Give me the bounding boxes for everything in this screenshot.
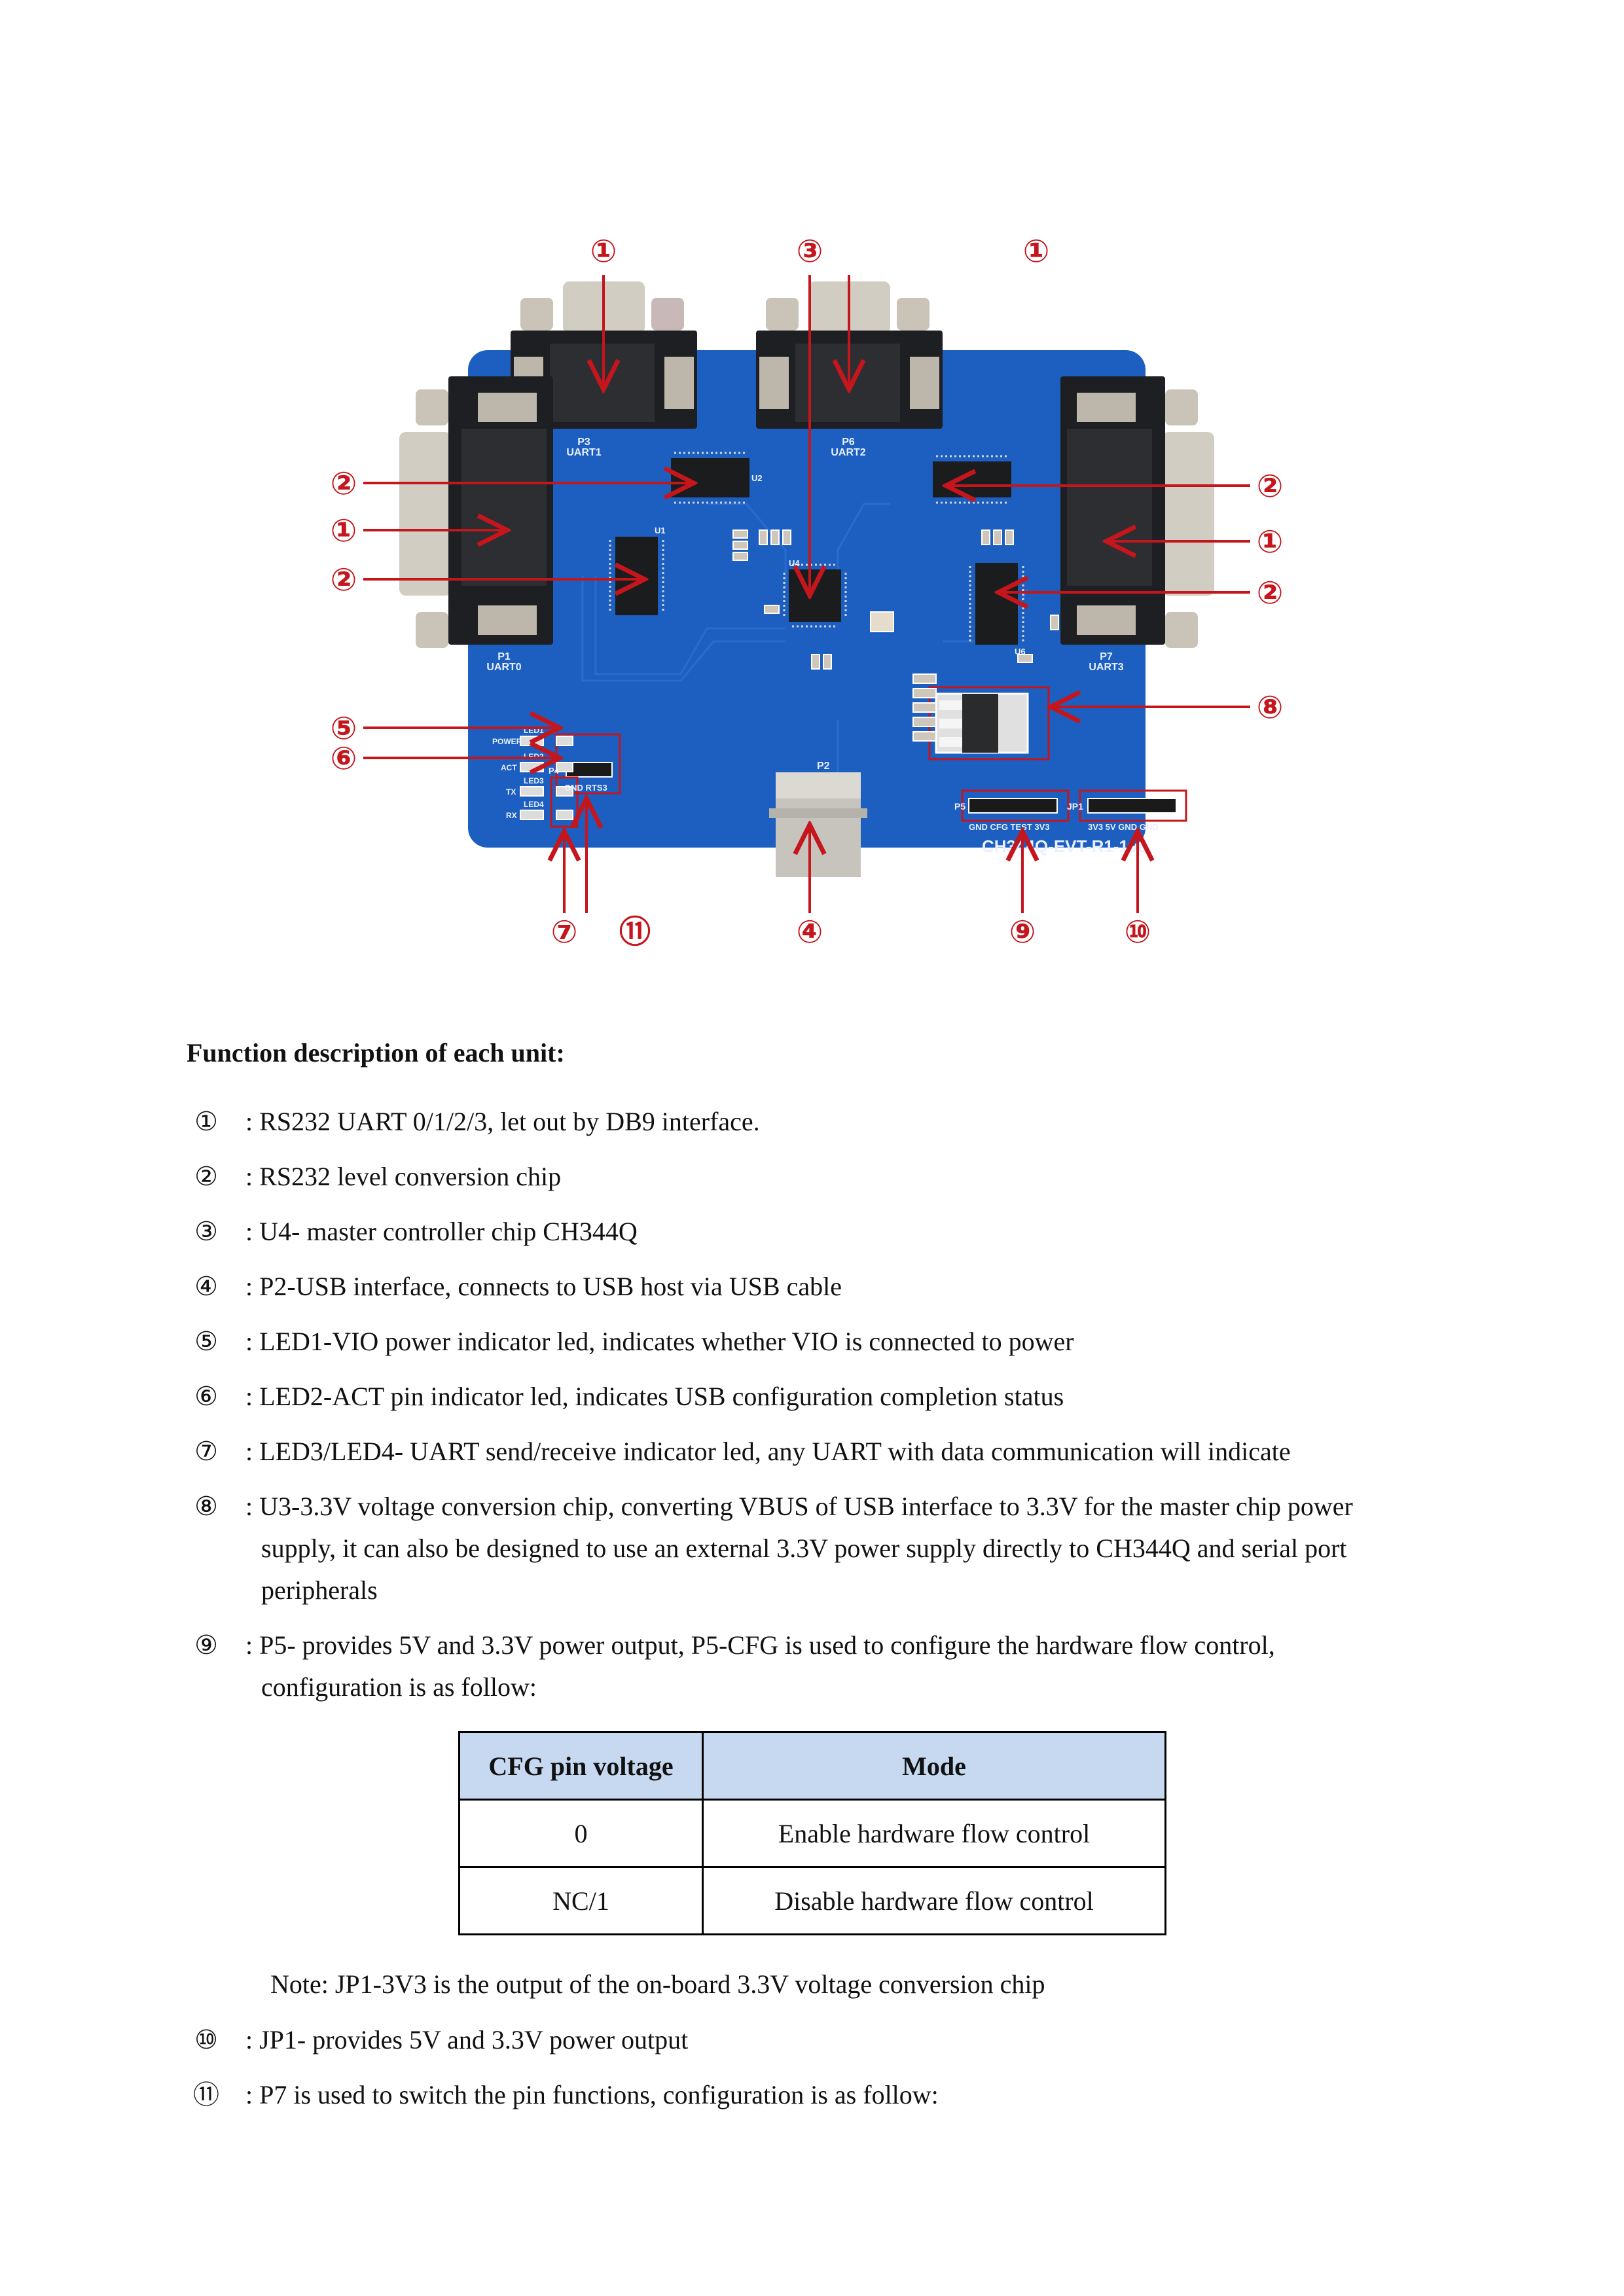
callout-1-right: ① xyxy=(1257,525,1284,560)
table-cell: Disable hardware flow control xyxy=(702,1866,1166,1935)
item-text: : RS232 UART 0/1/2/3, let out by DB9 int… xyxy=(245,1107,760,1136)
callout-1-left: ① xyxy=(331,514,357,548)
callout-9: ⑨ xyxy=(1009,915,1036,950)
table-header-row: CFG pin voltage Mode xyxy=(458,1731,1166,1801)
item-number: ④ xyxy=(194,1272,218,1301)
item-text: : LED3/LED4- UART send/receive indicator… xyxy=(245,1437,1291,1466)
item-number: ⑩ xyxy=(194,2025,218,2054)
item-text-continued: supply, it can also be designed to use a… xyxy=(261,1534,1347,1563)
chip-u1 xyxy=(609,537,664,615)
board-photo: P3 UART1 P6 UART2 P1 UART0 P7 UART3 P2 P… xyxy=(288,223,1335,969)
silk-u1: U1 xyxy=(655,526,666,535)
db9-connector-uart0 xyxy=(399,376,553,648)
callout-6: ⑥ xyxy=(331,742,357,776)
item-text: : P7 is used to switch the pin functions… xyxy=(245,2080,939,2109)
silk-p4: P4 xyxy=(549,766,560,776)
item-text: : LED2-ACT pin indicator led, indicates … xyxy=(245,1382,1064,1411)
chip-u5 xyxy=(933,455,1011,504)
usb-b-connector-p2 xyxy=(769,772,867,877)
item-number: ⑥ xyxy=(194,1382,218,1411)
callout-7: ⑦ xyxy=(551,915,578,950)
callout-1-top-right: ① xyxy=(1023,234,1050,269)
callout-1-top-left: ① xyxy=(590,234,617,269)
table-row: NC/1 Disable hardware flow control xyxy=(458,1866,1166,1935)
callout-2-left-upper: ② xyxy=(331,467,357,501)
silk-rx: RX xyxy=(506,811,517,820)
db9-connector-uart2 xyxy=(756,281,943,429)
item-text: : RS232 level conversion chip xyxy=(245,1162,562,1191)
silk-led3: LED3 xyxy=(524,776,544,785)
callout-8: ⑧ xyxy=(1257,691,1284,725)
section-heading: Function description of each unit: xyxy=(187,1038,565,1067)
chip-u6 xyxy=(969,563,1024,645)
item-text-continued: peripherals xyxy=(261,1575,378,1605)
silk-p4-pins: GND RTS3 xyxy=(564,783,607,793)
item-number: ③ xyxy=(194,1217,218,1246)
note-text: Note: JP1-3V3 is the output of the on-bo… xyxy=(270,1969,1045,1999)
item-text-continued: configuration is as follow: xyxy=(261,1672,537,1702)
callout-4: ④ xyxy=(797,915,823,950)
silk-p3: P3 xyxy=(577,437,590,448)
regulator-u3 xyxy=(928,686,1050,761)
callout-10: ⑩ xyxy=(1125,915,1151,950)
silk-p5-pins: GND CFG TEST 3V3 xyxy=(969,822,1050,832)
silk-uart2: UART2 xyxy=(831,447,865,458)
silk-p7: P7 xyxy=(1100,651,1113,662)
crystal-x1 xyxy=(870,611,894,632)
silk-p6: P6 xyxy=(842,437,855,448)
table-cell: NC/1 xyxy=(458,1866,704,1935)
silk-jp1-pins: 3V3 5V GND GND xyxy=(1088,822,1159,832)
silk-u2: U2 xyxy=(751,473,763,483)
silk-power: POWER xyxy=(492,737,522,746)
table-header-mode: Mode xyxy=(702,1731,1166,1801)
item-number: ⑧ xyxy=(194,1492,218,1521)
item-text: : JP1- provides 5V and 3.3V power output xyxy=(245,2025,689,2054)
chip-u2 xyxy=(671,452,749,504)
item-number: ② xyxy=(194,1162,218,1191)
silk-uart1: UART1 xyxy=(566,447,601,458)
silk-uart3: UART3 xyxy=(1089,662,1123,673)
item-text: : U4- master controller chip CH344Q xyxy=(245,1217,638,1246)
header-jp1 xyxy=(1079,789,1187,822)
callout-2-right-upper: ② xyxy=(1257,469,1284,504)
chip-u4-ch344q xyxy=(783,564,847,628)
table-cell: 0 xyxy=(458,1799,704,1868)
silk-p2: P2 xyxy=(817,761,830,772)
callout-numbers: ① ③ ① ② ① ② ⑤ ⑥ ② ① ② ⑧ ⑦ ⑪ ④ ⑨ ⑩ xyxy=(331,234,1284,950)
callout-11: ⑪ xyxy=(619,915,651,950)
table-cell: Enable hardware flow control xyxy=(702,1799,1166,1868)
silk-u6: U6 xyxy=(1015,647,1026,656)
table-row: 0 Enable hardware flow control xyxy=(458,1799,1166,1868)
silk-p1: P1 xyxy=(497,651,511,662)
item-number: ⑪ xyxy=(193,2080,219,2109)
silk-u4: U4 xyxy=(789,558,800,568)
callout-2-left-lower: ② xyxy=(331,563,357,598)
item-number: ① xyxy=(194,1107,218,1136)
silk-act: ACT xyxy=(501,763,517,772)
callout-5: ⑤ xyxy=(331,711,357,746)
item-number: ⑨ xyxy=(194,1630,218,1660)
db9-connector-uart3 xyxy=(1060,376,1214,648)
item-text: : P2-USB interface, connects to USB host… xyxy=(245,1272,842,1301)
silk-board-name: CH344Q-EVT-R1-1v0 xyxy=(982,836,1147,856)
header-p5 xyxy=(961,789,1070,822)
silk-tx: TX xyxy=(506,787,516,797)
item-text: : LED1-VIO power indicator led, indicate… xyxy=(245,1327,1074,1356)
item-text: : P5- provides 5V and 3.3V power output,… xyxy=(245,1630,1275,1660)
silk-uart0: UART0 xyxy=(486,662,521,673)
silk-jp1: JP1 xyxy=(1067,801,1083,812)
silk-led4: LED4 xyxy=(524,800,544,809)
table-header-cfg-pin-voltage: CFG pin voltage xyxy=(458,1731,704,1801)
callout-3: ③ xyxy=(797,234,823,269)
item-number: ⑤ xyxy=(194,1327,218,1356)
silk-p5: P5 xyxy=(954,801,965,812)
cfg-mode-table: CFG pin voltage Mode 0 Enable hardware f… xyxy=(458,1731,1166,1935)
passive-components xyxy=(732,529,1059,742)
callout-2-right-lower: ② xyxy=(1257,576,1284,611)
item-text: : U3-3.3V voltage conversion chip, conve… xyxy=(245,1492,1353,1521)
item-number: ⑦ xyxy=(194,1437,218,1466)
